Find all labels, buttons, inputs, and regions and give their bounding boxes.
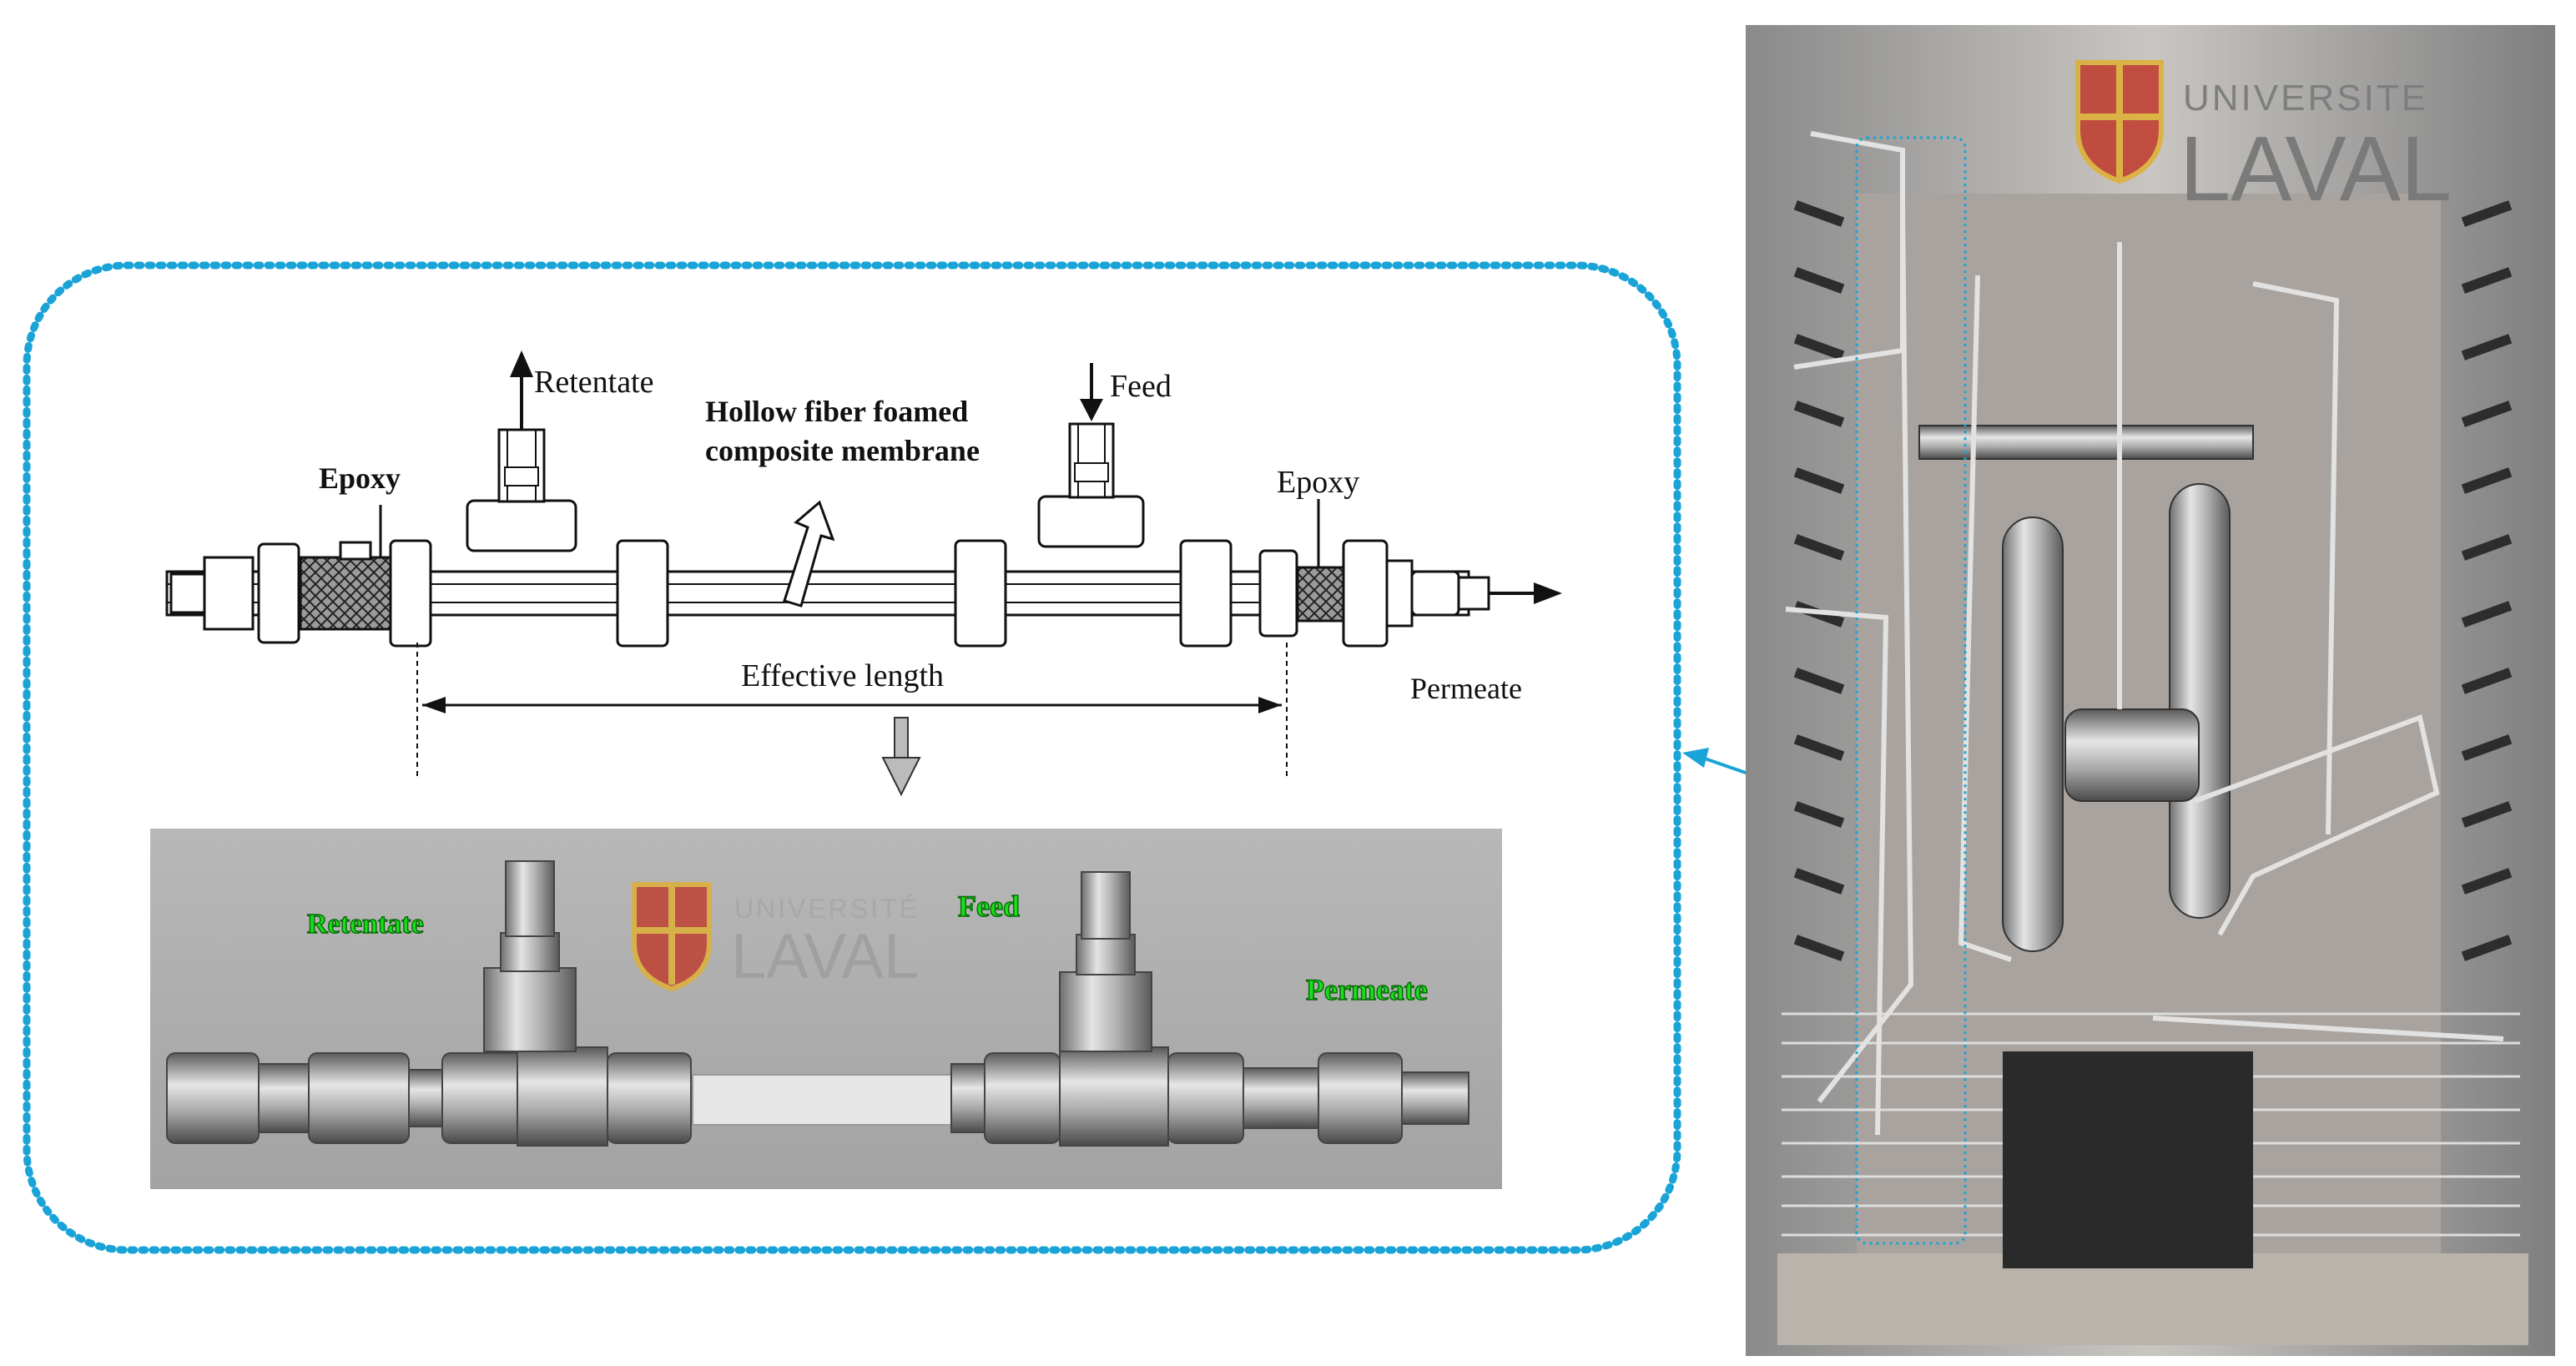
module-photo-retentate-tee <box>517 1046 608 1147</box>
schematic-label-retentate: Retentate <box>534 365 653 400</box>
oven-photo-logo-text-line1: UNIVERSITE <box>2183 78 2428 118</box>
schematic-retentate-tee <box>466 499 577 552</box>
callout-connector-arrowhead <box>1682 748 1709 768</box>
schematic-to-photo-arrow <box>881 717 921 797</box>
oven-membrane-cell <box>2064 708 2200 802</box>
callout-dotted-frame <box>23 261 1681 1254</box>
oven-gas-cylinder-left <box>2002 517 2064 952</box>
module-photo-label-feed: Feed <box>958 890 1020 923</box>
oven-photo-logo-text-line2: LAVAL <box>2180 118 2452 220</box>
schematic-feed-tee <box>1037 495 1145 548</box>
schematic-label-effective-length: Effective length <box>741 658 944 693</box>
oven-setup-photo: UNIVERSITE LAVAL <box>1746 25 2555 1356</box>
module-photo-label-permeate: Permeate <box>1306 973 1428 1006</box>
oven-photo-laval-logo <box>2075 60 2164 184</box>
schematic-label-permeate: Permeate <box>1410 672 1522 705</box>
oven-tubing <box>1785 131 2504 1136</box>
module-photo-laval-logo <box>632 882 712 992</box>
oven-module-highlight-frame <box>1855 136 1967 1245</box>
membrane-module-photo: UNIVERSITÉ LAVAL Retentate Feed Permeate <box>150 829 1502 1189</box>
module-photo-label-retentate: Retentate <box>307 909 424 940</box>
schematic-label-membrane-line1: Hollow fiber foamed <box>705 395 968 428</box>
schematic-label-epoxy-left: Epoxy <box>319 461 401 495</box>
oven-gas-cylinder-right <box>2169 483 2231 919</box>
schematic-membrane-pointer-arrow <box>783 500 835 607</box>
oven-right-wall-vents <box>2461 200 2513 961</box>
schematic-label-membrane-line2: composite membrane <box>705 434 980 467</box>
schematic-label-feed: Feed <box>1110 369 1172 404</box>
module-photo-logo-text-line1: UNIVERSITÉ <box>734 894 920 924</box>
module-photo-logo-text-line2: LAVAL <box>731 921 919 992</box>
oven-left-wall-vents <box>1793 200 1845 961</box>
schematic-label-epoxy-right: Epoxy <box>1277 465 1359 500</box>
membrane-module-schematic: Retentate Feed Epoxy Epoxy Hollow fiber … <box>165 350 1562 797</box>
module-photo-feed-tee <box>1059 1046 1169 1147</box>
